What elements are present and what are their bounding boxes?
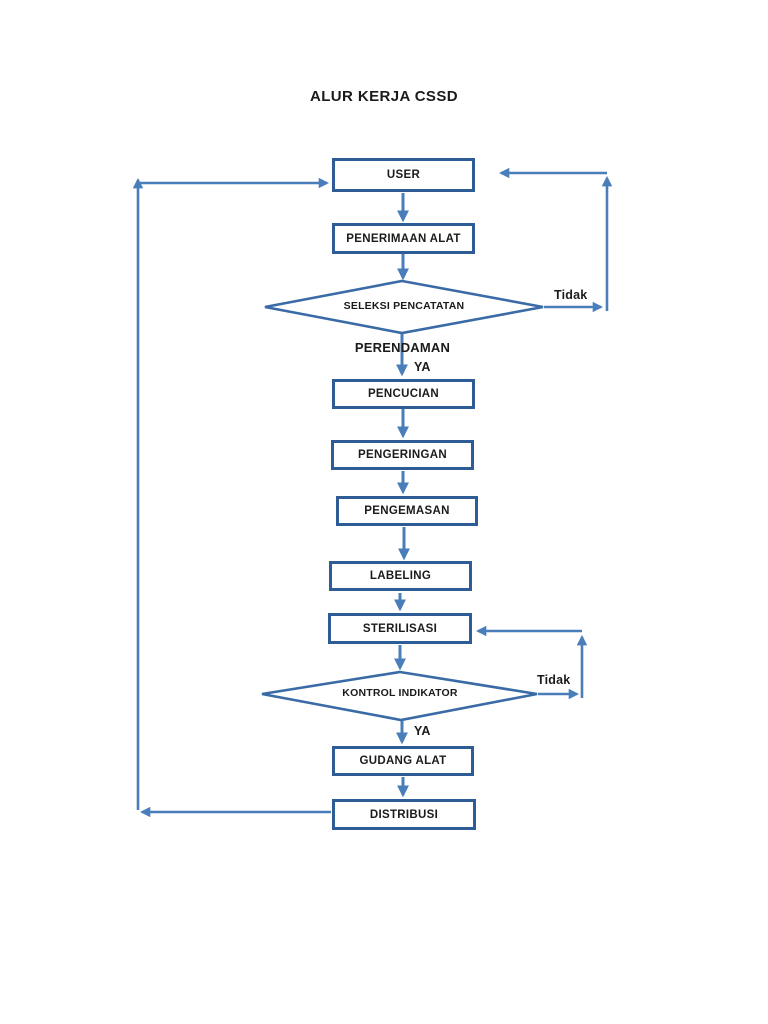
- decision-seleksi-pencatatan-shape: [264, 279, 544, 335]
- edge-label-perendaman: PERENDAMAN: [354, 340, 451, 355]
- node-distribusi-label: DISTRIBUSI: [369, 808, 439, 821]
- node-penerimaan-alat-label: PENERIMAAN ALAT: [346, 232, 461, 245]
- node-pencucian-label: PENCUCIAN: [367, 388, 440, 400]
- decision-kontrol-indikator-shape: [261, 670, 538, 722]
- decision-kontrol-indikator-label: KONTROL INDIKATOR: [342, 687, 458, 699]
- node-penerimaan-alat: PENERIMAAN ALAT: [332, 223, 475, 254]
- edge-label-seleksi-tidak: Tidak: [554, 288, 588, 302]
- node-user-label: USER: [386, 169, 421, 181]
- node-gudang-alat: GUDANG ALAT: [332, 746, 474, 776]
- page-title: ALUR KERJA CSSD: [310, 88, 458, 105]
- node-sterilisasi: STERILISASI: [328, 613, 472, 644]
- node-pengemasan: PENGEMASAN: [336, 496, 478, 526]
- edge-label-kontrol-tidak: Tidak: [537, 673, 571, 687]
- decision-seleksi-pencatatan-label: SELEKSI PENCATATAN: [343, 300, 465, 312]
- edge-label-seleksi-ya: YA: [414, 360, 431, 374]
- node-pengeringan: PENGERINGAN: [331, 440, 474, 470]
- node-user: USER: [332, 158, 475, 192]
- node-labeling: LABELING: [329, 561, 472, 591]
- node-gudang-alat-label: GUDANG ALAT: [359, 755, 447, 767]
- node-pengemasan-label: PENGEMASAN: [364, 505, 450, 517]
- edge-label-kontrol-ya: YA: [414, 724, 431, 738]
- node-distribusi: DISTRIBUSI: [332, 799, 476, 830]
- node-sterilisasi-label: STERILISASI: [362, 622, 438, 635]
- node-pencucian: PENCUCIAN: [332, 379, 475, 409]
- node-pengeringan-label: PENGERINGAN: [358, 449, 447, 461]
- node-labeling-label: LABELING: [369, 570, 432, 582]
